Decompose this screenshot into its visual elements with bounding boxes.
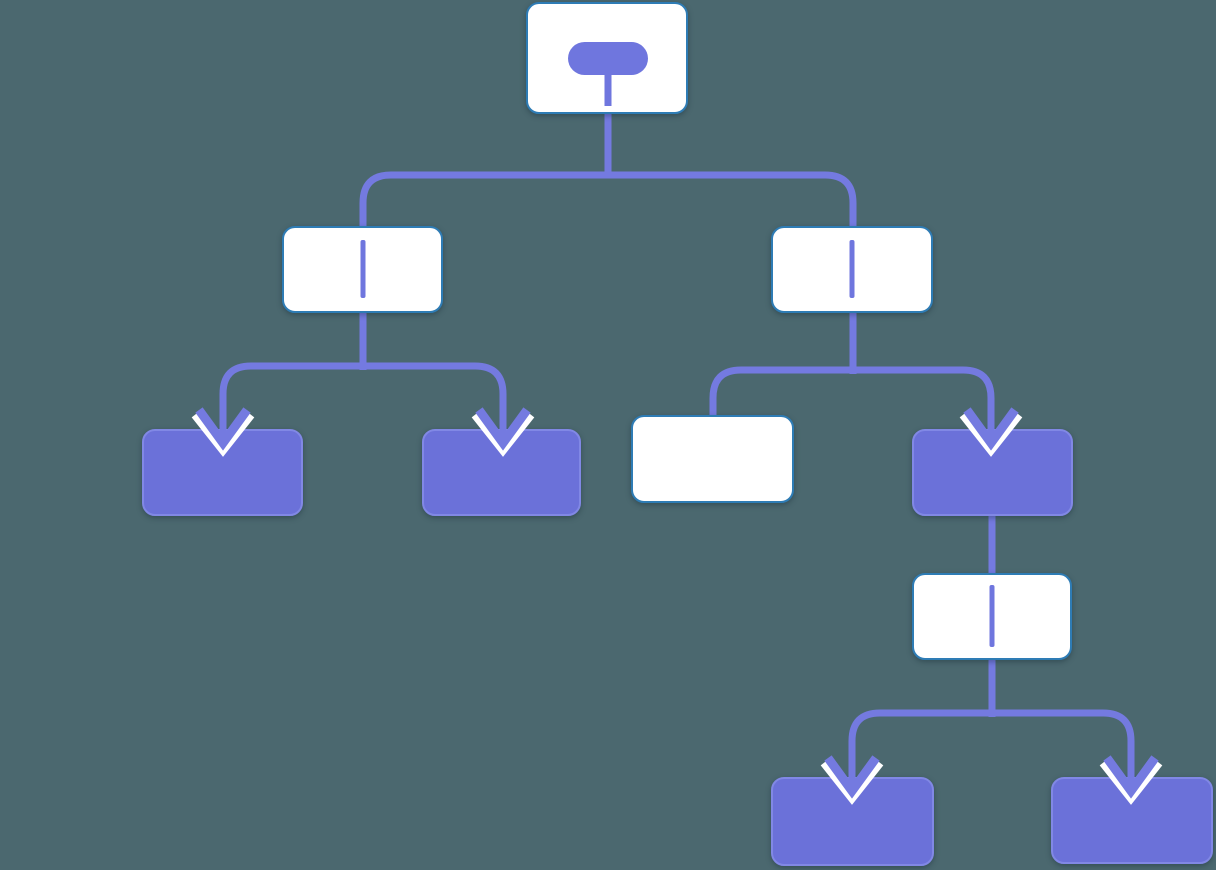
text-caret [360,240,366,298]
chevron-purple-stroke [824,755,880,799]
text-caret [989,585,995,647]
nodes [142,2,1213,866]
double-chevron-down-icon [959,404,1023,457]
text-caret [849,240,855,298]
connector-right-split [709,366,995,416]
root-node-content [568,42,648,106]
connector-bottom-split [848,709,1135,758]
chevron-purple-stroke [1103,755,1159,799]
drop-arrows [191,404,1163,805]
connectors [219,113,1135,758]
double-chevron-down-icon [471,404,535,457]
chevron-purple-stroke [475,407,531,451]
double-chevron-down-icon [1099,752,1163,805]
content-pill-icon [568,42,648,75]
chevron-purple-stroke [963,407,1019,451]
double-chevron-down-icon [820,752,884,805]
double-chevron-down-icon [191,404,255,457]
chevron-purple-stroke [195,407,251,451]
connector-left-split [219,362,507,410]
connector-root-split [359,171,857,227]
child-node-plain[interactable] [631,415,794,503]
content-pill-stem [604,70,612,106]
text-carets [360,240,995,647]
